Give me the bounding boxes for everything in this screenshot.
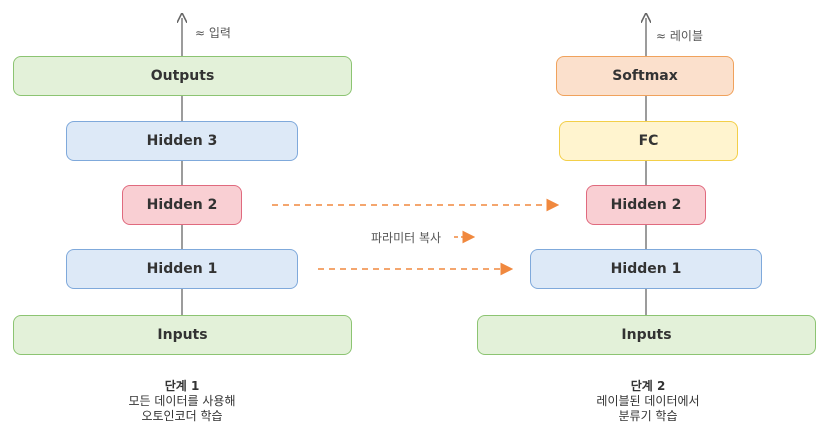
copy-parameters-label: 파라미터 복사 — [371, 231, 442, 245]
left-outputs-box: Outputs — [13, 56, 352, 96]
left-step-title: 단계 1 — [164, 379, 200, 393]
left-hidden3-box: Hidden 3 — [66, 121, 298, 161]
left-hidden2-box: Hidden 2 — [122, 185, 242, 225]
left-top-label: ≈ 입력 — [195, 26, 231, 40]
right-top-label: ≈ 레이블 — [656, 29, 703, 43]
left-step-caption: 단계 1 모든 데이터를 사용해 오토인코더 학습 — [82, 379, 282, 424]
left-hidden1-box: Hidden 1 — [66, 249, 298, 289]
right-step-line1: 레이블된 데이터에서 — [596, 394, 700, 408]
right-softmax-box: Softmax — [556, 56, 734, 96]
left-step-line1: 모든 데이터를 사용해 — [128, 394, 236, 408]
right-step-title: 단계 2 — [630, 379, 666, 393]
right-step-line2: 분류기 학습 — [618, 409, 678, 423]
right-inputs-box: Inputs — [477, 315, 816, 355]
right-fc-box: FC — [559, 121, 738, 161]
right-step-caption: 단계 2 레이블된 데이터에서 분류기 학습 — [548, 379, 748, 424]
right-hidden1-box: Hidden 1 — [530, 249, 762, 289]
left-step-line2: 오토인코더 학습 — [141, 409, 223, 423]
right-hidden2-box: Hidden 2 — [586, 185, 706, 225]
left-inputs-box: Inputs — [13, 315, 352, 355]
